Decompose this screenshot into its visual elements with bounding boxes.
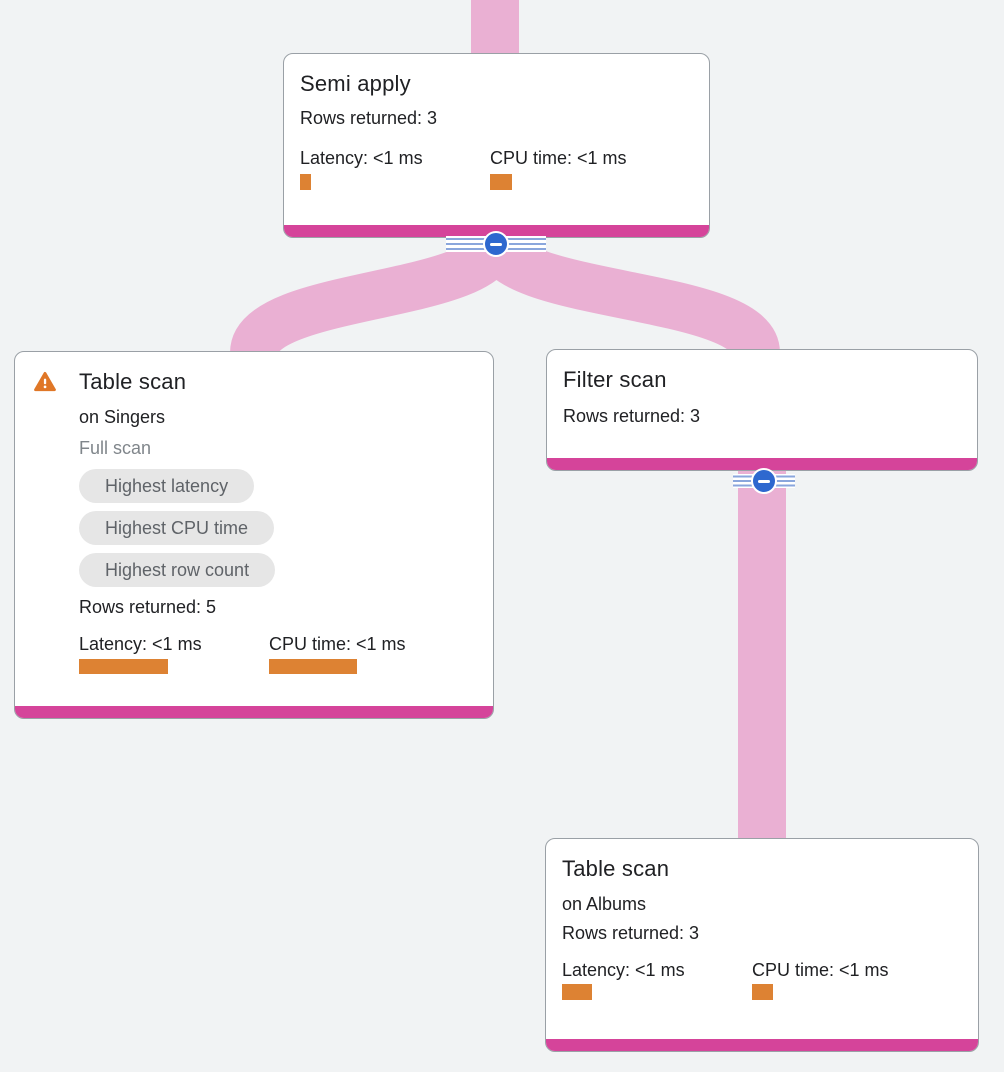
latency-bar <box>562 984 592 1000</box>
badge-list: Highest latency Highest CPU time Highest… <box>79 469 477 587</box>
cpu-time-metric: CPU time: <1 ms <box>490 146 627 190</box>
rows-returned-label: Rows returned: 5 <box>79 597 217 617</box>
warning-icon <box>33 370 57 394</box>
cpu-time-metric: CPU time: <1 ms <box>752 958 889 1000</box>
node-table-scan-albums[interactable]: Table scan on Albums Rows returned: 3 La… <box>545 838 979 1052</box>
node-accent-bar <box>546 1039 978 1051</box>
scan-type-label: Full scan <box>79 438 152 458</box>
cpu-time-label: CPU time: <1 ms <box>752 960 889 980</box>
latency-label: Latency: <1 ms <box>79 634 202 654</box>
minus-icon <box>490 242 502 246</box>
metrics-row: Latency: <1 ms CPU time: <1 ms <box>79 632 477 674</box>
node-semi-apply[interactable]: Semi apply Rows returned: 3 Latency: <1 … <box>283 53 710 238</box>
node-title: Table scan <box>79 369 187 394</box>
cpu-time-metric: CPU time: <1 ms <box>269 632 406 674</box>
edge-filter-scan-to-table-scan-albums <box>738 470 786 840</box>
node-table-scan-singers[interactable]: Table scan on Singers Full scan Highest … <box>14 351 494 719</box>
node-title: Table scan <box>562 856 670 881</box>
node-header: Table scan <box>31 368 477 396</box>
latency-bar <box>300 174 311 190</box>
node-title: Semi apply <box>300 71 411 96</box>
latency-metric: Latency: <1 ms <box>562 958 752 1000</box>
badge-highest-cpu-time: Highest CPU time <box>79 511 275 545</box>
node-title: Filter scan <box>563 367 667 392</box>
collapse-button-semi-apply[interactable] <box>483 231 509 257</box>
cpu-time-label: CPU time: <1 ms <box>490 148 627 168</box>
latency-label: Latency: <1 ms <box>300 148 423 168</box>
latency-metric: Latency: <1 ms <box>300 146 490 190</box>
cpu-time-bar <box>490 174 512 190</box>
badge-highest-latency: Highest latency <box>79 469 255 503</box>
collapse-button-filter-scan[interactable] <box>751 468 777 494</box>
node-subtitle: on Albums <box>562 894 647 914</box>
latency-metric: Latency: <1 ms <box>79 632 269 674</box>
edge-semi-apply-to-filter-scan <box>472 233 780 358</box>
rows-returned-label: Rows returned: 3 <box>563 406 701 426</box>
cpu-time-bar <box>269 659 357 674</box>
edge-parent-to-semi-apply <box>471 0 519 56</box>
rows-returned-label: Rows returned: 3 <box>562 923 700 943</box>
latency-bar <box>79 659 168 674</box>
badge-highest-row-count: Highest row count <box>79 553 276 587</box>
metrics-row: Latency: <1 ms CPU time: <1 ms <box>562 958 962 1000</box>
node-accent-bar <box>547 458 977 470</box>
cpu-time-label: CPU time: <1 ms <box>269 634 406 654</box>
node-accent-bar <box>15 706 493 718</box>
edge-semi-apply-to-table-scan-singers <box>230 233 520 358</box>
cpu-time-bar <box>752 984 773 1000</box>
node-subtitle: on Singers <box>79 407 166 427</box>
node-filter-scan[interactable]: Filter scan Rows returned: 3 <box>546 349 978 471</box>
rows-returned-label: Rows returned: 3 <box>300 108 438 128</box>
latency-label: Latency: <1 ms <box>562 960 685 980</box>
metrics-row: Latency: <1 ms CPU time: <1 ms <box>300 146 693 190</box>
minus-icon <box>758 479 770 483</box>
